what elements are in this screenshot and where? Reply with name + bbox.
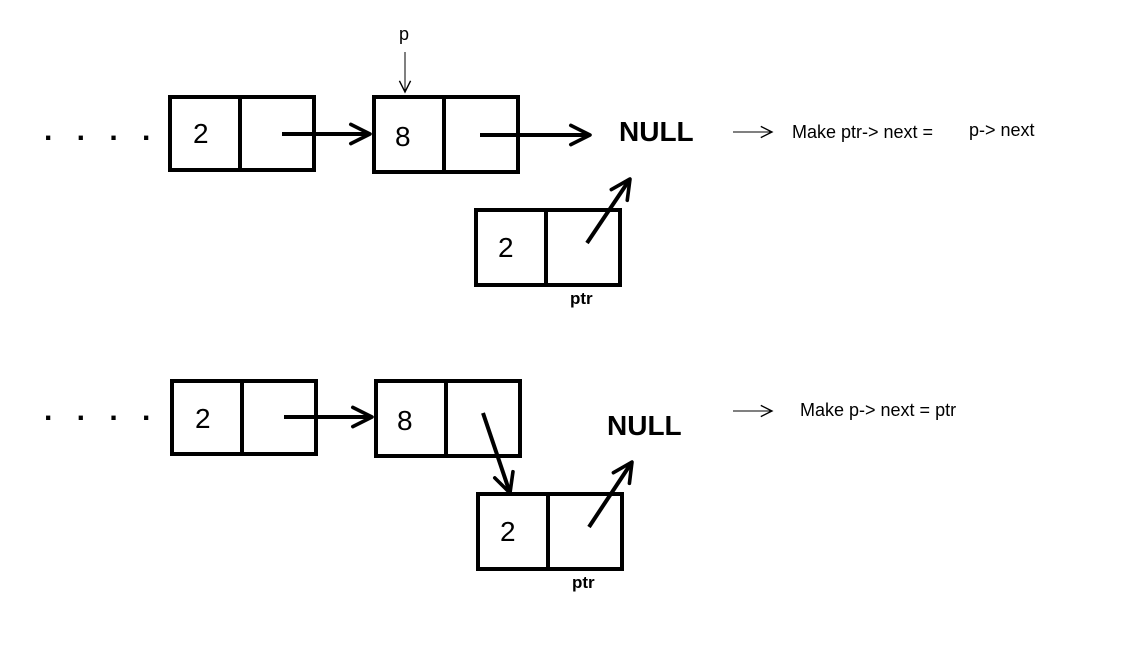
- instruction-1-left: Make ptr-> next =: [792, 122, 933, 142]
- new-node-next-arrow: [587, 460, 634, 529]
- node-a-value: 2: [195, 403, 211, 434]
- instruction-2: Make p-> next = ptr: [800, 400, 956, 420]
- new-node-next-arrow: [585, 177, 632, 245]
- new-node-value: 2: [498, 232, 514, 263]
- node-b-value: 8: [397, 405, 413, 436]
- step-1: . . . . 2 p 8 NULL 2 ptr Make ptr->: [44, 24, 1035, 308]
- node-b: 8: [374, 379, 522, 458]
- step-2: . . . . 2 8 NULL 2 ptr Make p-> next = p…: [44, 379, 956, 592]
- new-node-value: 2: [500, 516, 516, 547]
- ellipsis: . . . .: [44, 114, 158, 147]
- new-node-label: ptr: [572, 573, 595, 592]
- new-node-ptr: 2 ptr: [474, 208, 622, 308]
- new-node-label: ptr: [570, 289, 593, 308]
- null-label: NULL: [619, 116, 694, 147]
- null-label: NULL: [607, 410, 682, 441]
- instruction-1-right: p-> next: [969, 120, 1035, 140]
- node-b-value: 8: [395, 121, 411, 152]
- new-node-ptr: 2 ptr: [476, 492, 624, 592]
- node-a-value: 2: [193, 118, 209, 149]
- ellipsis: . . . .: [44, 394, 158, 427]
- pointer-p-label: p: [399, 24, 409, 44]
- node-b-next-arrow: [481, 412, 515, 495]
